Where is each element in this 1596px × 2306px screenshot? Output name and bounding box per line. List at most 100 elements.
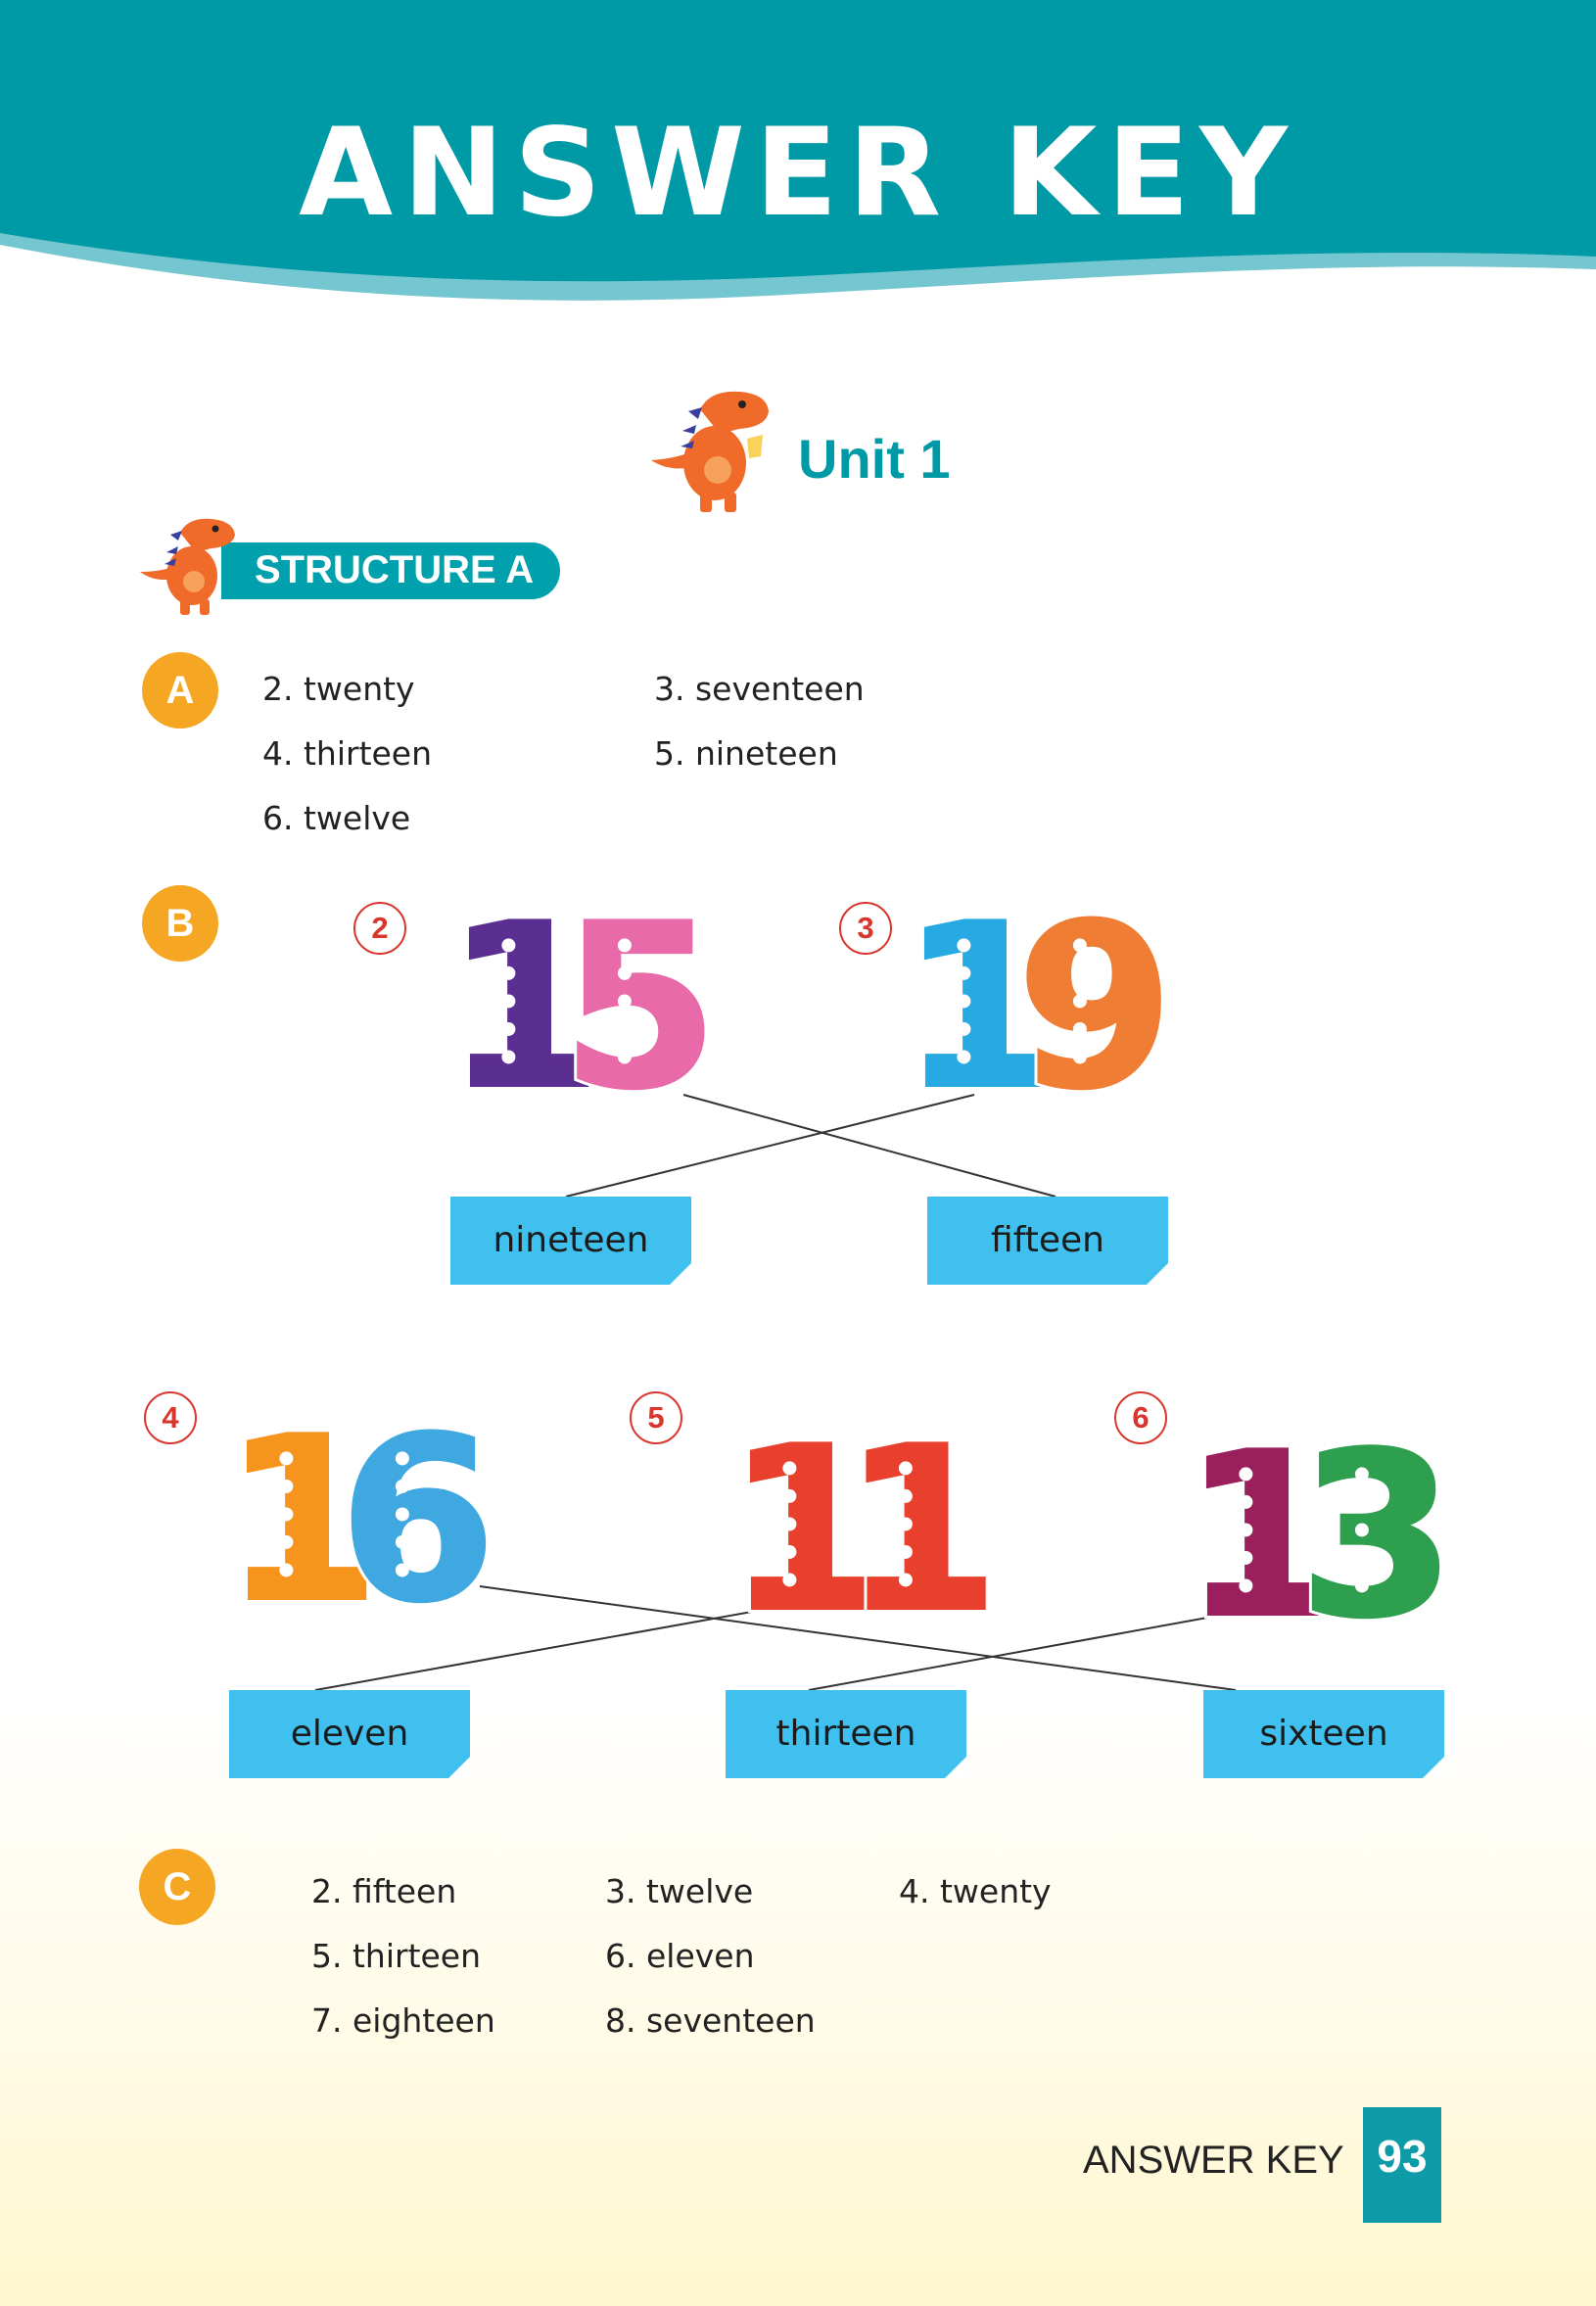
exercise-c-badge: C [139, 1849, 215, 1925]
dinosaur-icon [140, 518, 235, 615]
card-background [726, 1690, 966, 1778]
big-digit-outline: 1 [1183, 1406, 1339, 1668]
digit-dot [1239, 1523, 1253, 1537]
dinosaur-icon [651, 391, 769, 512]
big-digit: 66 [334, 1386, 500, 1657]
question-number: 6 [1114, 1391, 1167, 1444]
digit-dot [898, 1517, 913, 1531]
digit-dot [782, 1488, 797, 1503]
page-number: 93 [1363, 2107, 1441, 2223]
digit-dot [782, 1573, 797, 1587]
footer-label: ANSWER KEY [1083, 2139, 1344, 2182]
digit-dot [617, 938, 632, 953]
digit-dot [957, 1021, 971, 1036]
match-line [565, 1094, 975, 1198]
answer-item: 4. thirteen [262, 734, 433, 773]
card-fold [670, 1263, 691, 1285]
digit-dot [1072, 994, 1087, 1009]
card-fold [1147, 1263, 1168, 1285]
word-card: eleven [229, 1690, 470, 1778]
digit-dot [617, 1021, 632, 1036]
digit-dot [898, 1544, 913, 1559]
card-background [1203, 1690, 1444, 1778]
digit-dot [279, 1451, 294, 1466]
answer-item: 2. twenty [262, 670, 415, 708]
answer-item: 4. twenty [899, 1872, 1052, 1910]
digit-dot [617, 965, 632, 980]
big-digit: 55 [556, 872, 723, 1144]
digit-dot [395, 1534, 409, 1549]
digit-dot [898, 1488, 913, 1503]
card-word: eleven [290, 1714, 409, 1754]
digit-dot [1354, 1578, 1369, 1593]
digit-dot [957, 965, 971, 980]
card-background [450, 1197, 691, 1285]
word-card: nineteen [450, 1197, 691, 1285]
unit-heading: Unit 1 [641, 380, 1053, 527]
digit-dot [279, 1479, 294, 1493]
big-digit-outline: 5 [561, 877, 718, 1139]
digit-dot [395, 1507, 409, 1522]
digit-dot [617, 994, 632, 1009]
digit-dot [501, 1050, 516, 1064]
digit-dot [1072, 938, 1087, 953]
question-number: 3 [839, 902, 892, 955]
digit-dot [1072, 1050, 1087, 1064]
digit-dot [395, 1451, 409, 1466]
card-fold [1423, 1757, 1444, 1778]
digit-dot [501, 994, 516, 1009]
big-digit-glyph: 1 [842, 1400, 999, 1662]
answer-item: 8. seventeen [605, 2001, 816, 2040]
digit-dot [1354, 1494, 1369, 1509]
digit-dot [1239, 1550, 1253, 1565]
digit-dot [782, 1517, 797, 1531]
header-wave [0, 0, 1596, 301]
digit-dot [501, 965, 516, 980]
big-digit: 99 [1011, 872, 1178, 1144]
digit-dot [501, 1021, 516, 1036]
answer-item: 2. fifteen [311, 1872, 457, 1910]
section-pill [221, 542, 560, 599]
digit-dot [957, 938, 971, 953]
digit-dot [1354, 1523, 1369, 1537]
big-digit: 11 [1178, 1401, 1344, 1672]
digit-dot [279, 1534, 294, 1549]
card-word: sixteen [1259, 1714, 1388, 1754]
card-fold [448, 1757, 470, 1778]
exercise-a-badge: A [142, 652, 218, 729]
question-number: 5 [630, 1391, 682, 1444]
card-word: fifteen [991, 1220, 1104, 1260]
digit-dot [957, 1050, 971, 1064]
answer-item: 5. nineteen [654, 734, 838, 773]
answer-item: 5. thirteen [311, 1937, 482, 1975]
big-digit-glyph: 1 [1183, 1406, 1339, 1668]
card-word: nineteen [493, 1220, 649, 1260]
big-digit-outline: 6 [339, 1390, 495, 1652]
big-digit-outline: 3 [1298, 1406, 1455, 1668]
digit-dot [898, 1573, 913, 1587]
big-digit: 11 [441, 872, 607, 1144]
digit-dot [957, 994, 971, 1009]
digit-dot [898, 1461, 913, 1476]
page-title: ANSWER KEY [299, 103, 1297, 244]
card-fold [945, 1757, 966, 1778]
match-line [479, 1585, 1237, 1691]
exercise-b-badge: B [142, 885, 218, 962]
match-line [808, 1613, 1230, 1691]
digit-dot [1354, 1467, 1369, 1482]
big-digit-glyph: 5 [561, 877, 718, 1139]
card-word: thirteen [775, 1714, 916, 1754]
big-digit-glyph: 1 [223, 1390, 380, 1652]
digit-dot [1239, 1578, 1253, 1593]
header-banner: ANSWER KEY [0, 0, 1596, 353]
big-digit: 11 [722, 1395, 888, 1667]
question-number: 4 [144, 1391, 197, 1444]
match-line [314, 1607, 775, 1691]
digit-dot [1354, 1550, 1369, 1565]
big-digit-glyph: 9 [1016, 877, 1173, 1139]
word-card: fifteen [927, 1197, 1168, 1285]
big-digit-glyph: 3 [1298, 1406, 1455, 1668]
big-digit-outline: 1 [901, 877, 1057, 1139]
big-digit-outline: 1 [446, 877, 602, 1139]
